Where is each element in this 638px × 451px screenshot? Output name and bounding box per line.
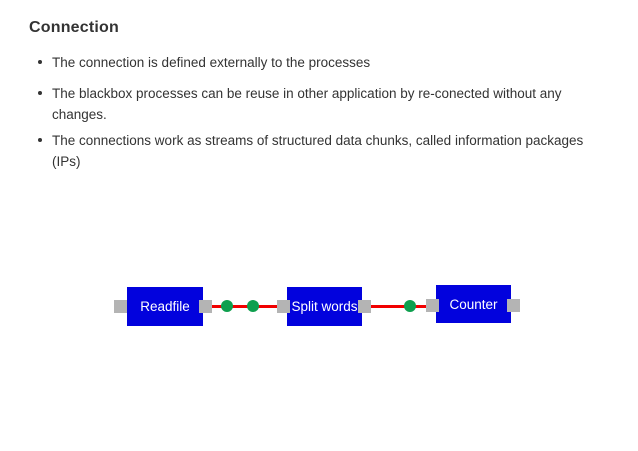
bullet-text: The connections work as streams of struc… <box>52 130 622 172</box>
process-node-split-words: Split words <box>287 287 362 326</box>
packet-dot <box>221 300 233 312</box>
node-label: Split words <box>291 299 358 314</box>
bullet-item: The connection is defined externally to … <box>37 52 622 73</box>
input-port <box>277 300 290 313</box>
node-label: Counter <box>449 296 498 312</box>
process-node-counter: Counter <box>436 285 511 323</box>
bullet-text-line: (IPs) <box>52 154 81 169</box>
process-node-readfile: Readfile <box>127 287 203 326</box>
output-port <box>199 300 212 313</box>
packet-dot <box>404 300 416 312</box>
bullet-text-line: The blackbox processes can be reuse in o… <box>52 86 562 101</box>
input-port <box>426 299 439 312</box>
connection-line <box>212 305 277 308</box>
output-port <box>507 299 520 312</box>
bullet-item: The connections work as streams of struc… <box>37 130 622 172</box>
bullet-item: The blackbox processes can be reuse in o… <box>37 83 622 125</box>
bullet-text-line: The connection is defined externally to … <box>52 55 371 70</box>
node-label: Readfile <box>140 299 190 314</box>
page-title: Connection <box>29 19 119 36</box>
bullet-text: The blackbox processes can be reuse in o… <box>52 83 622 125</box>
packet-dot <box>247 300 259 312</box>
bullet-marker <box>38 60 42 64</box>
connection-line <box>371 305 426 308</box>
bullet-marker <box>38 91 42 95</box>
input-port <box>114 300 127 313</box>
bullet-marker <box>38 138 42 142</box>
bullet-text-line: changes. <box>52 107 107 122</box>
bullet-text-line: The connections work as streams of struc… <box>52 133 584 148</box>
output-port <box>358 300 371 313</box>
bullet-text: The connection is defined externally to … <box>52 52 622 73</box>
